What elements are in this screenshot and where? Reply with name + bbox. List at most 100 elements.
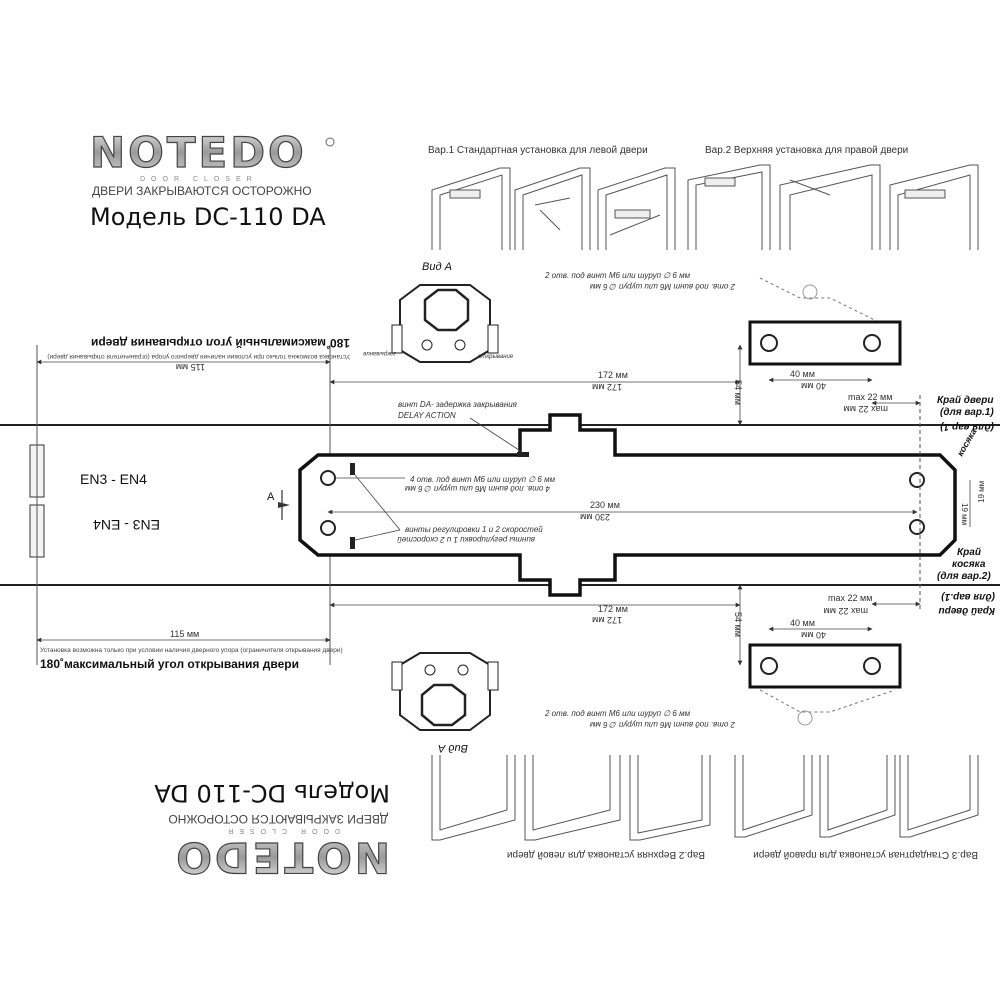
sketch-10	[629, 755, 711, 841]
closer-body-outline	[298, 413, 957, 597]
caption-var3: Вар.3 Стандартная установка для правой д…	[753, 849, 978, 860]
sketch-11	[524, 755, 621, 841]
sketch-9	[734, 755, 813, 838]
dim-19-rotated: 19 мм	[977, 481, 986, 503]
angle-180-label-rotated: 180˚максимальный угол открывания двери	[91, 336, 350, 350]
logo-top: NOTEDO DOOR CLOSER ДВЕРИ ЗАКРЫВАЮТСЯ ОСТ…	[89, 127, 335, 231]
mounting-hole-icon	[320, 470, 925, 536]
view-arrow-a: A	[267, 490, 290, 520]
valve-screw-icon-2	[350, 537, 355, 549]
edge-labels-bottom: Край косяка (для вар.2) (для вар.1) Край…	[937, 547, 995, 616]
dim-172-bottom: 172 мм	[598, 604, 628, 614]
sketch-7	[899, 755, 979, 838]
delay-screw-icon	[517, 452, 529, 457]
en-range-rotated: EN3 - EN4	[93, 517, 160, 533]
dim-22-bottom: max 22 мм	[828, 593, 872, 603]
leader-valves	[354, 474, 401, 531]
note-valves-rotated: винты регулировки 1 и 2 скоростей	[397, 535, 535, 544]
dim-54-bottom: 54 мм	[733, 612, 743, 637]
brand-slogan-rotated: ДВЕРИ ЗАКРЫВАЮТСЯ ОСТОРОЖНО	[168, 812, 388, 826]
brand-tagline-rotated: DOOR CLOSER	[222, 827, 340, 834]
install-sketches-top: Вар.1 Стандартная установка для левой дв…	[428, 145, 979, 250]
brand-slogan: ДВЕРИ ЗАКРЫВАЮТСЯ ОСТОРОЖНО	[92, 184, 312, 198]
dim-22-bottom-rotated: max 22 мм	[824, 606, 868, 616]
view-arrow-label: A	[267, 491, 275, 503]
sketch-8	[819, 755, 896, 838]
note-4-holes-rotated: 4 отв. под винт M6 или шуруп ∅ 6 мм	[404, 484, 550, 493]
hinge-icon	[29, 345, 45, 665]
jamb-label-2: Край	[957, 547, 981, 558]
jamb-label-3: косяка	[952, 559, 986, 570]
bracket-bottom: 2 отв. под винт M6 или шуруп ∅ 6 мм 2 от…	[544, 584, 921, 729]
note-holes-bottom-rotated: 2 отв. под винт M6 или шуруп ∅ 6 мм	[589, 720, 736, 729]
dim-40-top-rotated: 40 мм	[801, 381, 826, 391]
view-zak-top: закрывание	[362, 350, 397, 356]
en-range: EN3 - EN4	[80, 471, 147, 487]
jamb-label-4: (для вар.2)	[937, 571, 991, 582]
dim-40-bottom-rotated: 40 мм	[801, 630, 826, 640]
door-edge-label-4r: Край двери	[939, 605, 995, 616]
sketch-6	[889, 164, 979, 250]
rotated-holes-icon	[802, 284, 818, 300]
view-a-bottom: Вид А	[391, 652, 499, 754]
note-holes-top-rotated: 2 отв. под винт M6 или шуруп ∅ 6 мм	[589, 282, 736, 291]
door-edge-label-1: Край двери	[937, 395, 993, 406]
view-otk-top: открывание	[478, 354, 514, 360]
sketch-2	[514, 167, 591, 250]
rotated-holes-icon-2	[797, 710, 813, 726]
view-a-label-bottom: Вид А	[438, 742, 468, 754]
hex-nut-icon-2	[420, 683, 467, 727]
sketch-1	[431, 167, 511, 250]
sketch-12	[431, 755, 516, 841]
dim-230-rotated: 230 мм	[580, 512, 610, 522]
dim-172-bottom-rotated: 172 мм	[592, 615, 622, 625]
brand-tagline: DOOR CLOSER	[140, 176, 258, 183]
brand-logo: NOTEDO	[90, 128, 307, 177]
brand-logo-rotated: NOTEDO	[173, 833, 390, 882]
edge-labels-top: Край двери (для вар.1) (для вар.1) косяк…	[937, 395, 994, 458]
model-title-rotated: Модель DC-110 DA	[154, 779, 390, 807]
note-valves: винты регулировки 1 и 2 скоростей	[405, 525, 543, 534]
dim-40-top: 40 мм	[790, 369, 815, 379]
note-holes-bottom: 2 отв. под винт M6 или шуруп ∅ 6 мм	[544, 709, 691, 718]
leader-valves-2	[354, 529, 401, 541]
caption-var2: Вар.2 Верхняя установка для правой двери	[705, 145, 908, 156]
dim-22-top-rotated: max 22 мм	[844, 404, 888, 414]
dim-40-bottom: 40 мм	[790, 618, 815, 628]
sketch-5	[779, 164, 881, 250]
note-delay-en: DELAY ACTION	[398, 411, 456, 420]
note-4-holes: 4 отв. под винт M6 или шуруп ∅ 6 мм	[410, 475, 556, 484]
door-stop-note-rotated: Установка возможна только при условии на…	[47, 353, 350, 360]
caption-var1: Вар.1 Стандартная установка для левой дв…	[428, 145, 648, 156]
view-a-top: Вид А закрывание открывание	[362, 261, 514, 363]
dim-230: 230 мм	[590, 500, 620, 510]
valve-screw-icon	[350, 463, 355, 475]
install-sketches-bottom: Вар.3 Стандартная установка для правой д…	[431, 755, 979, 860]
bracket-top: 2 отв. под винт M6 или шуруп ∅ 6 мм 2 от…	[544, 271, 921, 426]
caption-var2-left: Вар.2 Верхняя установка для левой двери	[507, 849, 705, 860]
dim-115-top: 115 мм	[176, 362, 205, 372]
door-edge-label-2: (для вар.1)	[940, 407, 994, 418]
dim-22-top: max 22 мм	[848, 392, 892, 402]
logo-bottom: NOTEDO DOOR CLOSER ДВЕРИ ЗАКРЫВАЮТСЯ ОСТ…	[154, 779, 391, 883]
view-a-label-top: Вид А	[422, 261, 452, 273]
note-holes-top: 2 отв. под винт M6 или шуруп ∅ 6 мм	[544, 271, 691, 280]
angle-180-label: 180˚максимальный угол открывания двери	[40, 657, 299, 671]
door-edge-label-3r: (для вар.1)	[941, 591, 995, 602]
dim-19: 19 мм	[960, 503, 969, 525]
dim-172-top: 172 мм	[598, 370, 628, 380]
note-delay-ru: винт DA- задержка закрывания	[398, 400, 518, 409]
angle-180-rotated-group: 180˚максимальный угол открывания двери У…	[47, 336, 350, 360]
hex-nut-icon	[423, 288, 470, 332]
dim-54-top: 54 мм	[733, 380, 743, 405]
dim-115-bottom: 115 мм	[170, 629, 199, 639]
sketch-3	[597, 167, 676, 250]
sketch-4	[687, 164, 771, 250]
model-title: Модель DC-110 DA	[90, 203, 326, 231]
dim-172-top-rotated: 172 мм	[592, 382, 622, 392]
leader-delay	[469, 417, 523, 453]
door-stop-note: Установка возможна только при условии на…	[40, 647, 343, 654]
door-edge-label-2r: (для вар.1)	[940, 421, 994, 432]
